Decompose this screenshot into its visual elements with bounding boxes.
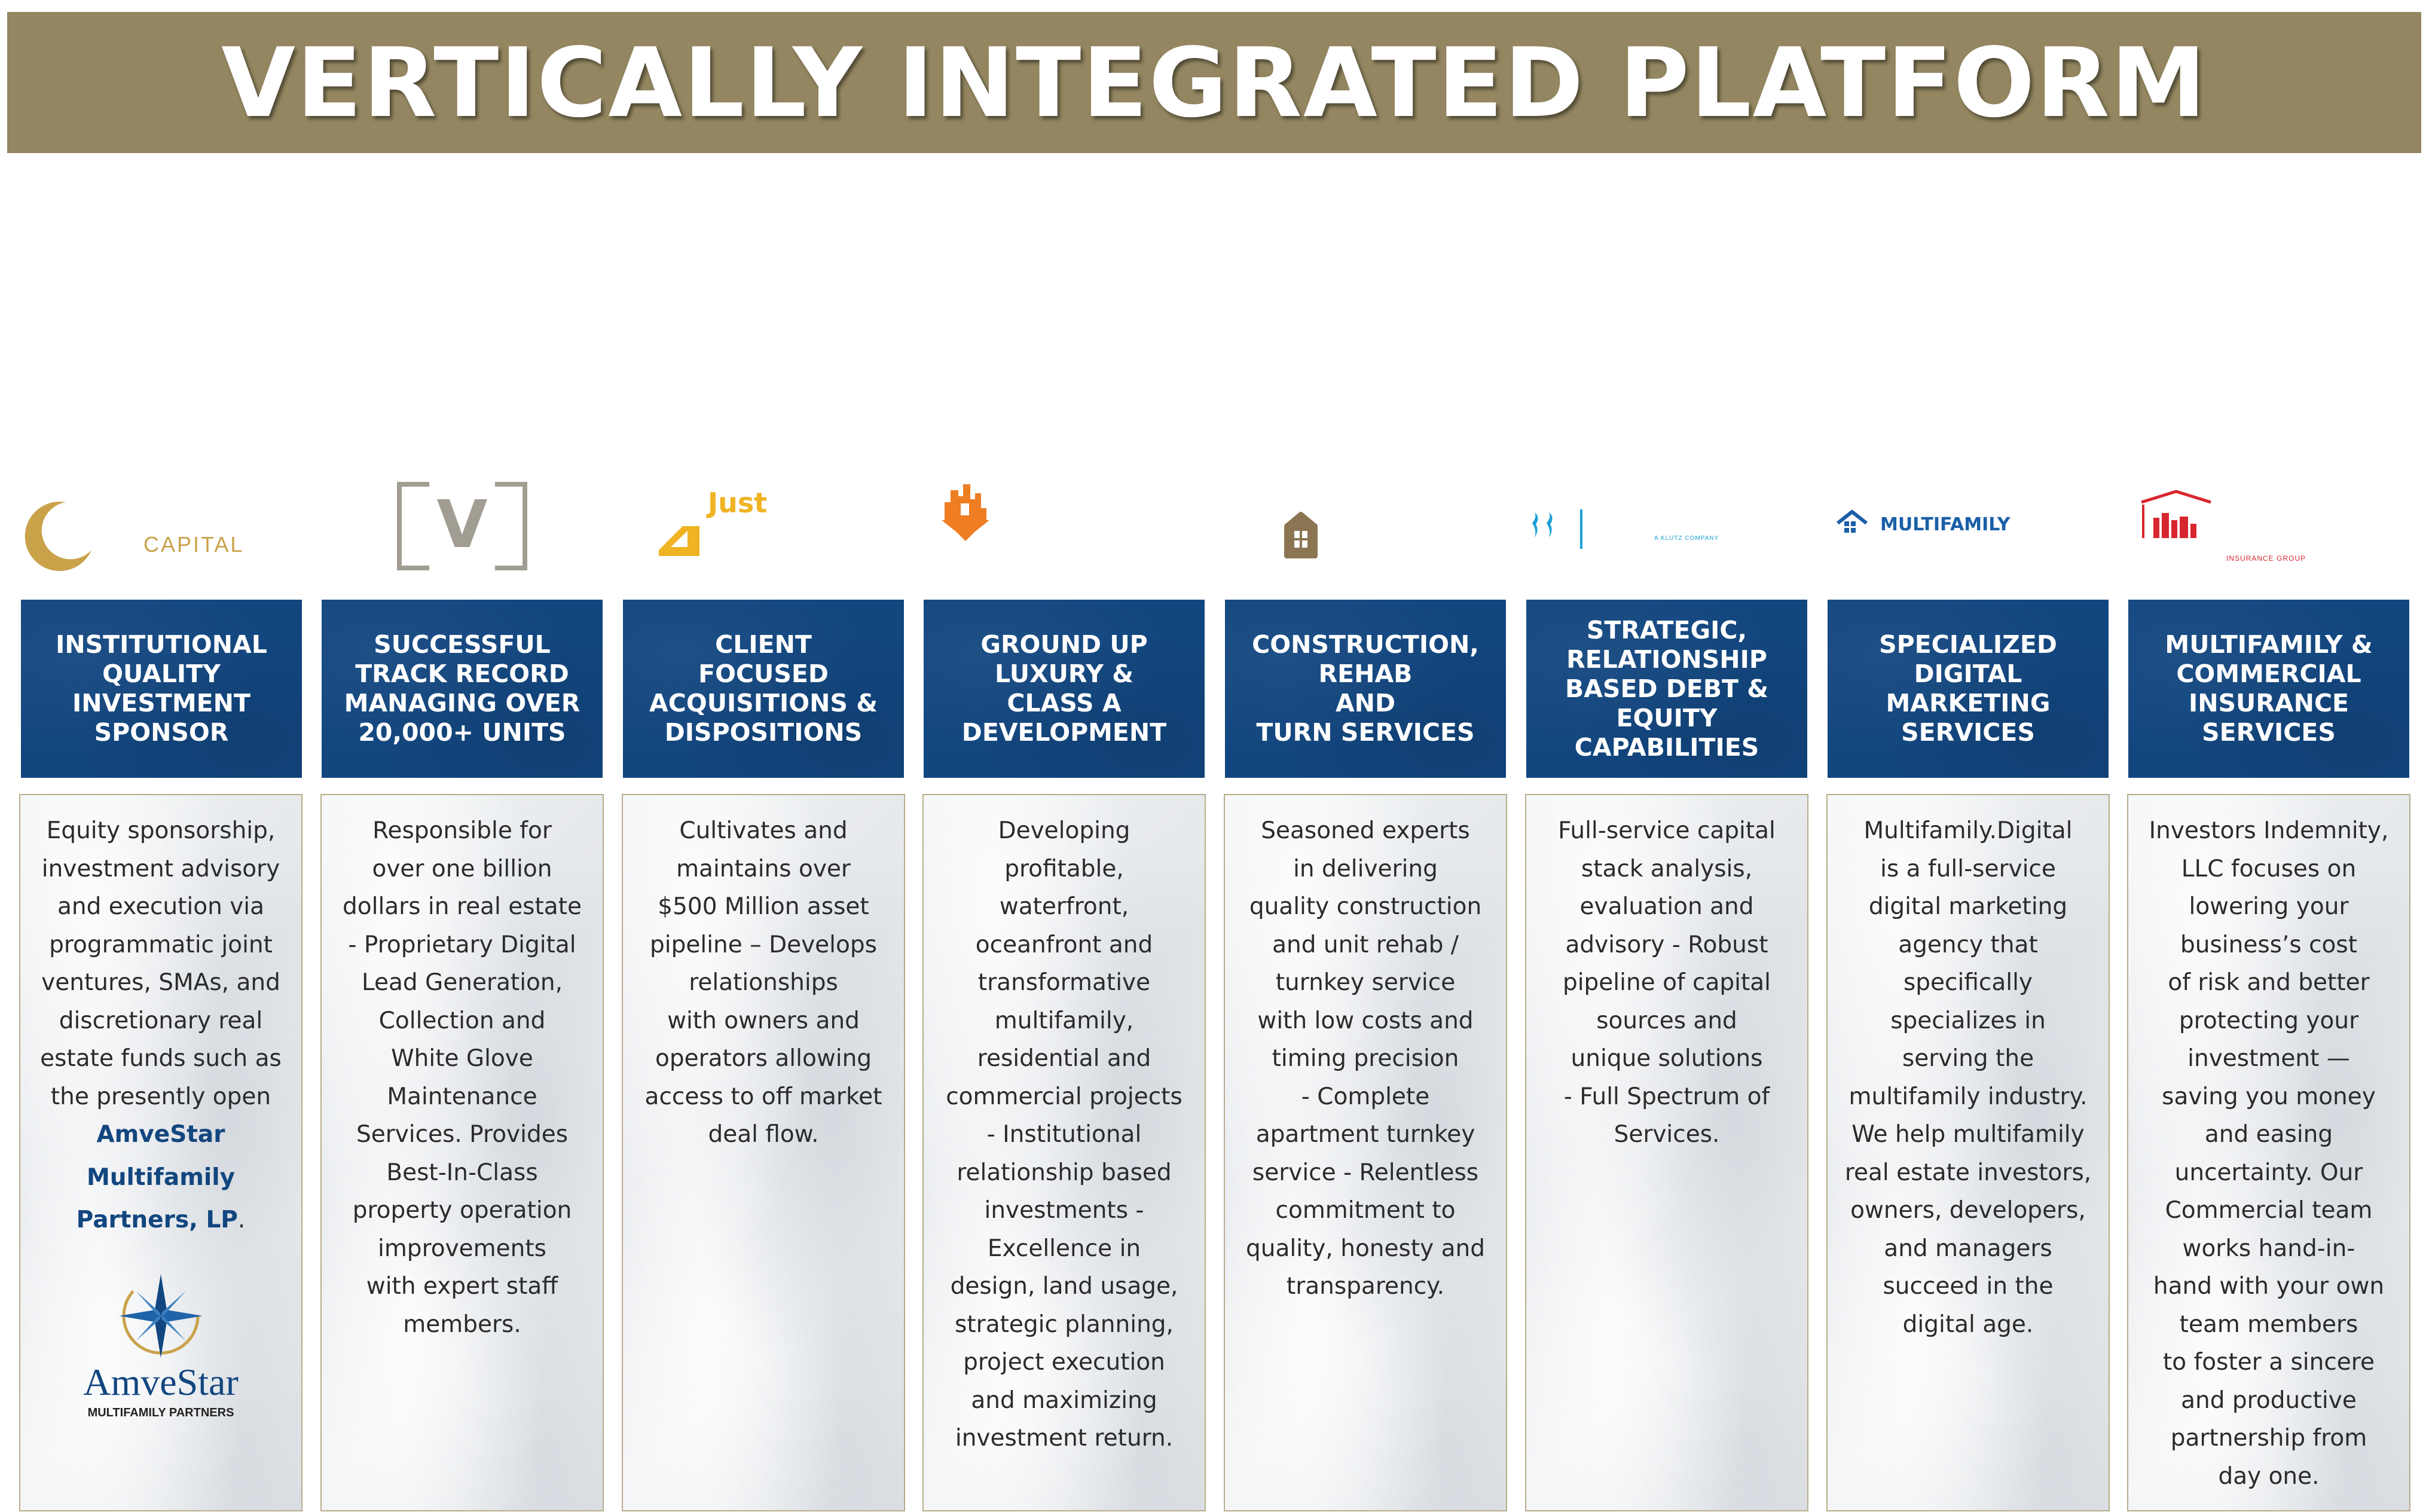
title-banner: VERTICALLY INTEGRATED PLATFORM	[7, 12, 2421, 153]
multifamily-digital-logo: MULTIFAMILY	[1828, 466, 2109, 586]
description-card-construction: Seasoned experts in delivering quality c…	[1224, 794, 1507, 1511]
description-card-digital-marketing: Multifamily.Digital is a full-service di…	[1826, 794, 2110, 1511]
skyline-building-icon	[942, 484, 989, 541]
page-title: VERTICALLY INTEGRATED PLATFORM	[221, 26, 2207, 139]
column-heading: MULTIFAMILY & COMMERCIAL INSURANCE SERVI…	[2165, 630, 2373, 747]
header-insurance: MULTIFAMILY & COMMERCIAL INSURANCE SERVI…	[2128, 600, 2409, 778]
just-brand-icon: Just	[659, 487, 767, 556]
roof-buildings-icon: INSURANCE GROUP	[2141, 490, 2306, 563]
header-track-record: SUCCESSFUL TRACK RECORD MANAGING OVER 20…	[322, 600, 603, 778]
column-heading: SPECIALIZED DIGITAL MARKETING SERVICES	[1879, 630, 2057, 747]
column-heading: SUCCESSFUL TRACK RECORD MANAGING OVER 20…	[344, 630, 580, 747]
description-card-acquisitions: Cultivates and maintains over $500 Milli…	[622, 794, 905, 1511]
house-grid-icon: MULTIFAMILY	[1837, 510, 2011, 535]
description-card-development: Developing profitable, waterfront, ocean…	[922, 794, 1206, 1511]
description-card-debt-equity: Full-service capital stack analysis, eva…	[1525, 794, 1808, 1511]
header-acquisitions: CLIENT FOCUSED ACQUISITIONS & DISPOSITIO…	[623, 600, 904, 778]
description-card-institutional: Equity sponsorship, investment advisory …	[19, 794, 303, 1511]
column-heading: CLIENT FOCUSED ACQUISITIONS & DISPOSITIO…	[649, 630, 878, 747]
amvestar-name: AmveStar	[83, 1361, 239, 1403]
development-logo	[924, 466, 1205, 586]
column-heading: INSTITUTIONAL QUALITY INVESTMENT SPONSOR	[56, 630, 267, 747]
advisory-logo-text: A KLUTZ COMPANY	[1654, 535, 1719, 542]
column-heading: CONSTRUCTION, REHAB AND TURN SERVICES	[1252, 630, 1479, 747]
amvestar-tagline: MULTIFAMILY PARTNERS	[88, 1406, 234, 1419]
multifamily-logo-text: MULTIFAMILY	[1880, 514, 2011, 535]
column-description: Seasoned experts in delivering quality c…	[1246, 817, 1485, 1300]
just-logo: Just	[623, 466, 904, 586]
v-bracket-icon: V	[397, 478, 527, 574]
header-development: GROUND UP LUXURY & CLASS A DEVELOPMENT	[924, 600, 1205, 778]
amvestar-link[interactable]: AmveStar Multifamily Partners, LP	[76, 1121, 238, 1233]
v-logo-letter: V	[436, 486, 487, 563]
capital-logo: CAPITAL	[21, 466, 302, 586]
column-description: Investors Indemnity, LLC focuses on lowe…	[2149, 817, 2389, 1490]
column-heading: STRATEGIC, RELATIONSHIP BASED DEBT & EQU…	[1565, 615, 1769, 762]
construction-logo	[1225, 466, 1506, 586]
column-description: Full-service capital stack analysis, eva…	[1558, 817, 1776, 1148]
column-description: Responsible for over one billion dollars…	[343, 817, 582, 1338]
header-debt-equity: STRATEGIC, RELATIONSHIP BASED DEBT & EQU…	[1526, 600, 1807, 778]
insurance-logo-text: INSURANCE GROUP	[2226, 554, 2306, 563]
compass-star-icon	[119, 1273, 203, 1358]
column-description: Developing profitable, waterfront, ocean…	[946, 817, 1183, 1452]
insurance-logo: INSURANCE GROUP	[2128, 466, 2409, 586]
capital-advisory-logo: A KLUTZ COMPANY	[1526, 466, 1807, 586]
link-suffix: .	[237, 1206, 246, 1233]
v-logo: V	[322, 466, 603, 586]
column-description: Equity sponsorship, investment advisory …	[40, 817, 282, 1110]
capital-logo-text: CAPITAL	[143, 532, 244, 557]
header-construction: CONSTRUCTION, REHAB AND TURN SERVICES	[1225, 600, 1506, 778]
amvestar-logo: AmveStar MULTIFAMILY PARTNERS	[83, 1273, 239, 1419]
header-institutional-sponsor: INSTITUTIONAL QUALITY INVESTMENT SPONSOR	[21, 600, 302, 778]
column-description: Multifamily.Digital is a full-service di…	[1844, 817, 2092, 1338]
seahorse-pair-icon: A KLUTZ COMPANY	[1532, 509, 1719, 549]
house-badge-icon	[1284, 512, 1318, 558]
column-heading: GROUND UP LUXURY & CLASS A DEVELOPMENT	[961, 630, 1167, 747]
description-card-insurance: Investors Indemnity, LLC focuses on lowe…	[2127, 794, 2410, 1511]
crescent-moon-icon: CAPITAL	[25, 502, 244, 572]
just-logo-text: Just	[706, 487, 767, 519]
column-description: Cultivates and maintains over $500 Milli…	[644, 817, 882, 1148]
description-card-track-record: Responsible for over one billion dollars…	[320, 794, 604, 1511]
header-digital-marketing: SPECIALIZED DIGITAL MARKETING SERVICES	[1828, 600, 2109, 778]
